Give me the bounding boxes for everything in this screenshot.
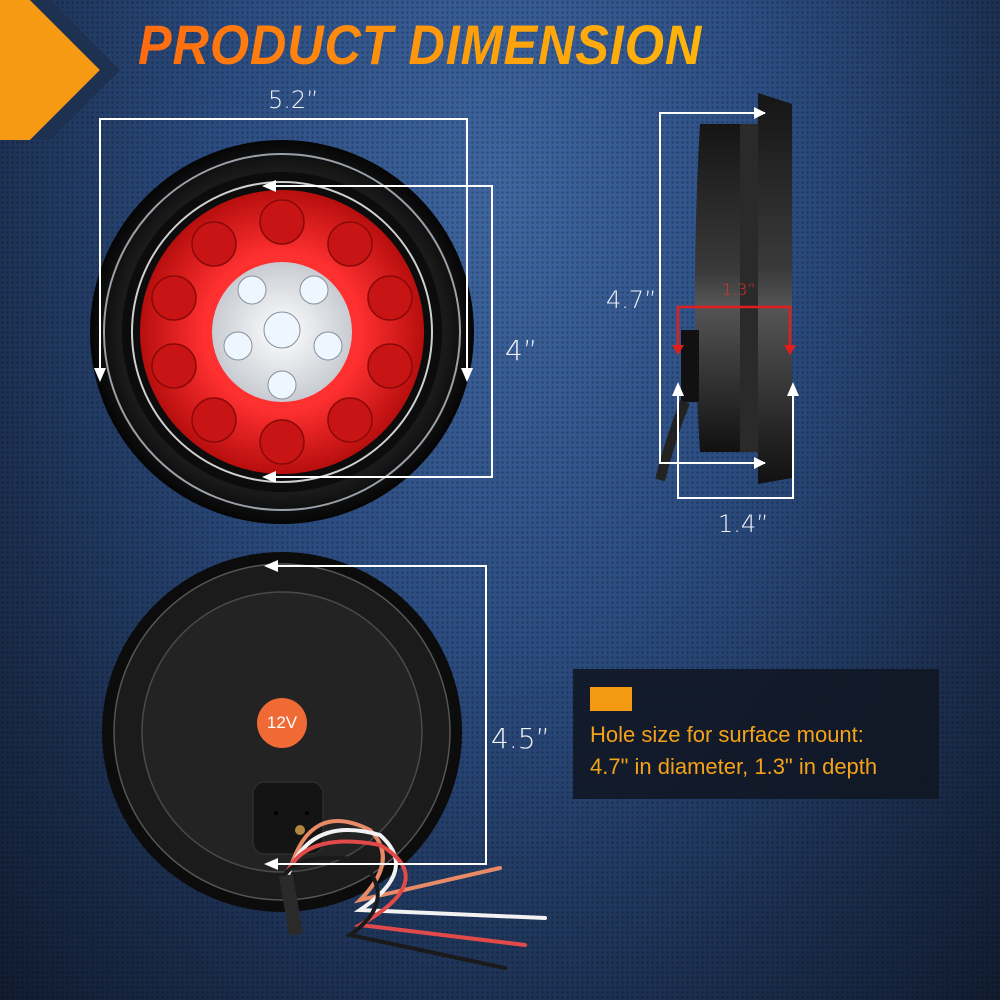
side-total-depth-label: 1.4” — [718, 510, 769, 538]
note-swatch — [590, 687, 632, 711]
side-depth-label: 1.3” — [722, 280, 756, 299]
voltage-badge: 12V — [257, 698, 307, 748]
note-line-2: 4.7" in diameter, 1.3" in depth — [590, 754, 878, 779]
note-text: Hole size for surface mount: 4.7" in dia… — [590, 719, 877, 783]
back-height-label: 4.5” — [491, 722, 551, 755]
side-height-label: 4.7” — [606, 286, 657, 314]
page-title: PRODUCT DIMENSION — [138, 13, 703, 76]
note-line-1: Hole size for surface mount: — [590, 722, 864, 747]
mount-note-box: Hole size for surface mount: 4.7" in dia… — [573, 669, 939, 799]
front-height-label: 4” — [505, 334, 538, 367]
front-width-label: 5.2” — [268, 86, 319, 114]
